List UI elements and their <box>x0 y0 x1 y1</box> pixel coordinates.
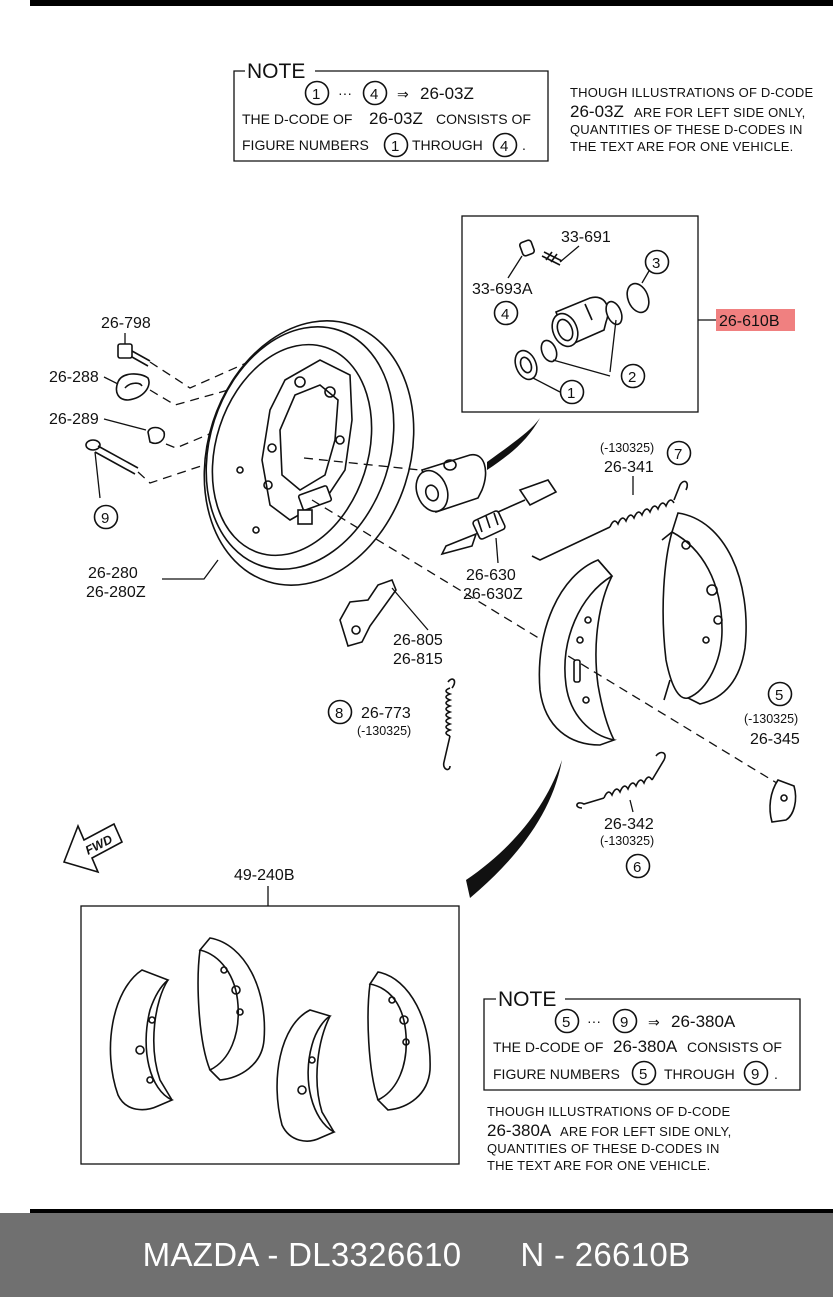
part-26-805-label: 26-805 <box>393 632 443 649</box>
note2-line3-fig-start: 5 <box>639 1066 647 1083</box>
footer-divider <box>30 1209 833 1213</box>
caption2-line3: QUANTITIES OF THESE D-CODES IN <box>487 1141 720 1156</box>
forward-arrow: FWD <box>62 822 124 874</box>
note-line3-fig-end: 4 <box>500 138 508 155</box>
part-33-693a-label: 33-693A <box>472 281 533 298</box>
note2-line2-a: THE D-CODE OF <box>493 1039 603 1055</box>
fig-4-circle <box>493 300 519 326</box>
note-line3-b: THROUGH <box>412 137 483 153</box>
fig-6-label: 6 <box>633 859 641 876</box>
part-26-773-label: 26-773 <box>361 705 411 722</box>
caption-code: 26-03Z <box>570 102 624 121</box>
part-49-240b-label: 49-240B <box>234 867 295 884</box>
part-26-342-label: 26-342 <box>604 816 654 833</box>
part-26-342-note: (-130325) <box>600 834 654 848</box>
note2-fig-start: 5 <box>562 1014 570 1031</box>
fig-2-label: 2 <box>628 369 636 386</box>
footer-caption: MAZDA - DL3326610 N - 26610B <box>0 1236 833 1274</box>
part-26-798-label: 26-798 <box>101 315 151 332</box>
fig-4-label: 4 <box>501 306 509 323</box>
fig-9-label: 9 <box>101 510 109 527</box>
part-26-815-label: 26-815 <box>393 651 443 668</box>
caption2-code: 26-380A <box>487 1121 552 1140</box>
brake-parts-diagram: NOTE 1 ··· 4 ⇒ 26-03Z THE D-CODE OF 26-0… <box>49 60 814 1173</box>
brake-shoe-rear <box>661 512 747 705</box>
note2-line3-a: FIGURE NUMBERS <box>493 1066 620 1082</box>
caption-line3: QUANTITIES OF THESE D-CODES IN <box>570 122 803 137</box>
shoe-kit-box <box>80 905 460 1165</box>
note2-line2-b: CONSISTS OF <box>687 1039 782 1055</box>
footer-brand: MAZDA - DL3326610 <box>142 1236 462 1273</box>
note2-line3-fig-end: 9 <box>751 1066 759 1083</box>
wheel-cylinder <box>415 454 487 514</box>
pointer-arrow-lower <box>466 760 562 898</box>
footer-part-number: N - 26610B <box>520 1236 691 1273</box>
caption-line4: THE TEXT ARE FOR ONE VEHICLE. <box>570 139 793 154</box>
top-border <box>30 0 833 6</box>
caption-line1: THOUGH ILLUSTRATIONS OF D-CODE <box>570 85 814 100</box>
note2-ellipsis: ··· <box>587 1013 601 1029</box>
part-26-630z-label: 26-630Z <box>463 586 523 603</box>
spring-26-342 <box>576 751 666 809</box>
caption-line2: ARE FOR LEFT SIDE ONLY, <box>634 105 805 120</box>
wheel-cylinder-inset: 33-691 33-693A 4 3 2 1 <box>461 215 699 413</box>
note-fig-end: 4 <box>370 86 378 103</box>
note-ellipsis: ··· <box>338 85 352 101</box>
part-26-630-label: 26-630 <box>466 567 516 584</box>
note-box-top: NOTE 1 ··· 4 ⇒ 26-03Z THE D-CODE OF 26-0… <box>233 60 549 162</box>
part-26-773-note: (-130325) <box>357 724 411 738</box>
note-heading: NOTE <box>247 60 305 83</box>
part-33-691-label: 33-691 <box>561 229 611 246</box>
spring-26-341 <box>531 480 689 561</box>
parking-lever <box>339 578 397 647</box>
fig-7-label: 7 <box>674 446 682 463</box>
part-26-610b-highlight <box>716 309 795 331</box>
part-26-610b-label: 26-610B <box>719 313 780 330</box>
note2-target-code: 26-380A <box>671 1012 736 1031</box>
footer-bar <box>0 1213 833 1297</box>
caption2-line4: THE TEXT ARE FOR ONE VEHICLE. <box>487 1158 710 1173</box>
spring-26-773 <box>442 678 456 771</box>
note2-arrow: ⇒ <box>648 1014 660 1030</box>
note-line3-a: FIGURE NUMBERS <box>242 137 369 153</box>
pointer-arrow-upper <box>487 418 540 470</box>
fig-1-label: 1 <box>567 385 575 402</box>
part-26-289-label: 26-289 <box>49 411 99 428</box>
part-26-280z-label: 26-280Z <box>86 584 146 601</box>
note-line2-code: 26-03Z <box>369 109 423 128</box>
fig-5-label: 5 <box>775 687 783 704</box>
part-26-280-label: 26-280 <box>88 565 138 582</box>
adjuster <box>440 479 558 556</box>
fig-3-label: 3 <box>652 255 660 272</box>
note2-heading: NOTE <box>498 988 556 1011</box>
note-line3-fig-start: 1 <box>391 138 399 155</box>
caption2-line2: ARE FOR LEFT SIDE ONLY, <box>560 1124 731 1139</box>
fig-8-label: 8 <box>335 705 343 722</box>
note2-fig-end: 9 <box>620 1014 628 1031</box>
part-26-345-note: (-130325) <box>744 712 798 726</box>
note-target-code: 26-03Z <box>420 84 474 103</box>
note-line3-end: . <box>522 137 526 153</box>
backing-plate <box>203 320 415 586</box>
note-caption-bottom: THOUGH ILLUSTRATIONS OF D-CODE 26-380A A… <box>487 1104 731 1173</box>
note2-line2-code: 26-380A <box>613 1037 678 1056</box>
note-caption-top: THOUGH ILLUSTRATIONS OF D-CODE 26-03Z AR… <box>570 85 814 154</box>
note-arrow: ⇒ <box>397 86 409 102</box>
part-26-345-label: 26-345 <box>750 731 800 748</box>
part-26-288-label: 26-288 <box>49 369 99 386</box>
note2-line3-b: THROUGH <box>664 1066 735 1082</box>
part-26-341-note: (-130325) <box>600 441 654 455</box>
caption2-line1: THOUGH ILLUSTRATIONS OF D-CODE <box>487 1104 731 1119</box>
part-26-341-label: 26-341 <box>604 459 654 476</box>
brake-shoe-front <box>538 559 617 746</box>
note-line2-a: THE D-CODE OF <box>242 111 352 127</box>
note-fig-start: 1 <box>312 86 320 103</box>
note-box-bottom: NOTE 5 ··· 9 ⇒ 26-380A THE D-CODE OF 26-… <box>483 988 801 1091</box>
note-line2-b: CONSISTS OF <box>436 111 531 127</box>
note2-line3-end: . <box>774 1066 778 1082</box>
